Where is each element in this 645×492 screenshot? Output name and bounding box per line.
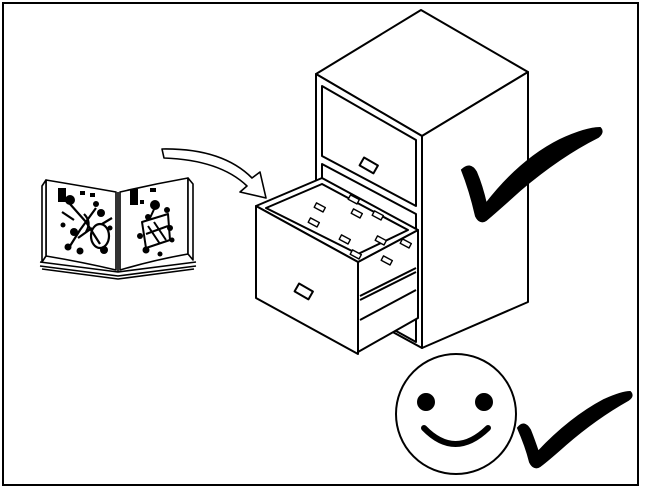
checkmark-icon [460, 126, 603, 223]
checkmark-icon [516, 390, 633, 469]
open-manual-icon [39, 177, 197, 280]
curved-arrow-icon [161, 148, 267, 199]
smiley-face-icon [395, 353, 517, 475]
open-drawer-icon [255, 177, 419, 355]
